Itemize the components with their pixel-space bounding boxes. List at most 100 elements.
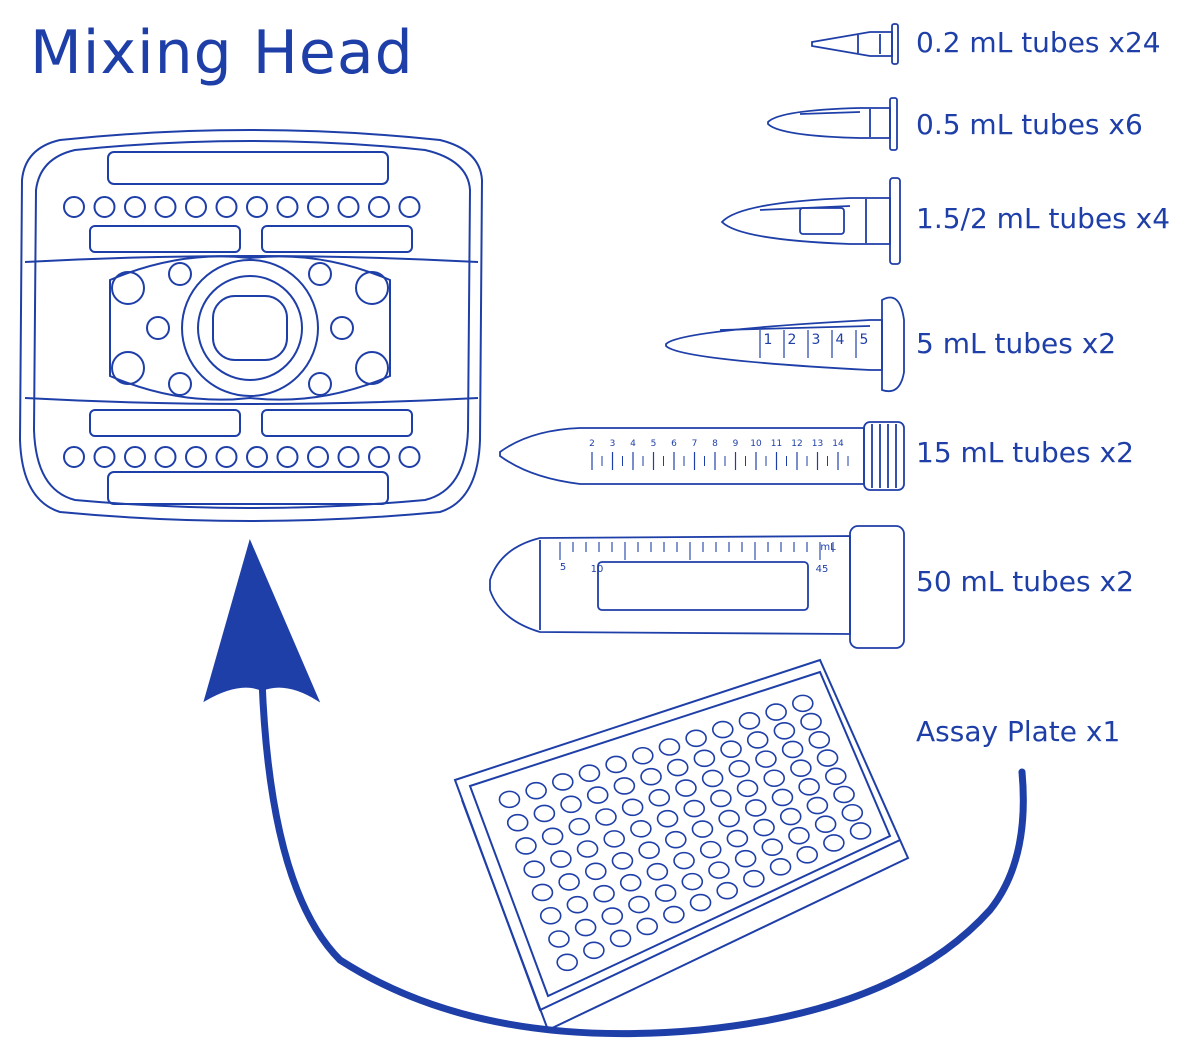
plate-well (646, 862, 669, 881)
mixing-head-large-hole (111, 271, 145, 305)
mixing-head-hole (93, 196, 116, 218)
mixing-head-hole (368, 446, 390, 468)
mixing-head-hole (368, 196, 390, 218)
plate-well (708, 861, 730, 879)
plate-well (539, 906, 562, 925)
label-5ml-tubes: 5 mL tubes x2 (916, 327, 1117, 360)
plate-well (574, 918, 597, 937)
plate-well (718, 809, 740, 828)
plate-well (663, 905, 685, 924)
plate-well (506, 813, 529, 832)
plate-well (560, 795, 582, 814)
plate-well (601, 907, 624, 925)
plate-well (523, 860, 546, 878)
graduation-label: 10 (591, 564, 604, 575)
plate-well (586, 786, 609, 804)
plate-well (769, 857, 792, 876)
graduation-label: 4 (630, 439, 636, 449)
assay-plate-icon (453, 658, 910, 1032)
plate-well (550, 850, 572, 868)
label-0-5ml-tubes: 0.5 mL tubes x6 (916, 108, 1143, 141)
label-0-2ml-tubes: 0.2 mL tubes x24 (916, 26, 1161, 59)
label-15ml-tubes: 15 mL tubes x2 (916, 436, 1134, 469)
mixing-head-holes (63, 196, 421, 468)
mixing-head-icon (18, 129, 484, 522)
plate-well (576, 840, 599, 858)
plate-well (771, 788, 794, 807)
plate-well (673, 851, 695, 870)
plate-well (765, 703, 787, 721)
plate-well (833, 785, 855, 804)
mixing-head-hole (185, 196, 207, 218)
mixing-head-large-hole (168, 372, 192, 396)
plate-well (849, 822, 872, 840)
mixing-head-large-hole (168, 262, 192, 286)
plate-well (578, 764, 601, 782)
mixing-head-hole (154, 196, 177, 218)
plate-well (738, 712, 761, 730)
plate-well (711, 720, 734, 739)
plate-well (689, 893, 712, 912)
plate-well (664, 830, 687, 849)
plate-well (796, 846, 819, 864)
mixing-head-hole (215, 446, 238, 468)
mixing-head-hole (246, 446, 268, 468)
mixing-head-large-hole (355, 351, 389, 385)
tube-0-5ml-icon (767, 97, 898, 151)
mixing-head-hole (398, 446, 421, 468)
plate-well (613, 777, 636, 795)
plate-well (773, 721, 796, 740)
graduation-label: 7 (692, 439, 698, 449)
graduation-label: 11 (771, 439, 782, 449)
mixing-head-hole (337, 446, 360, 468)
graduation-label: 5 (560, 562, 566, 573)
plate-well (566, 895, 589, 914)
mixing-head-hole (93, 446, 116, 468)
plate-well (515, 837, 537, 855)
plate-well (595, 808, 617, 826)
plate-well (605, 755, 627, 774)
plate-well (658, 738, 681, 756)
plate-well (568, 817, 591, 836)
plate-well (628, 895, 650, 914)
tube-50ml-icon (489, 525, 905, 649)
plate-well (734, 849, 757, 868)
plate-well (763, 769, 786, 788)
plate-well (788, 826, 810, 845)
plate-well (636, 917, 659, 936)
plate-well (666, 758, 689, 777)
plate-well (583, 941, 605, 960)
plate-well (753, 818, 775, 837)
plate-well (525, 781, 547, 800)
mixing-head-large-hole (355, 271, 389, 305)
mixing-head-hole (276, 196, 299, 218)
plate-well (630, 819, 652, 838)
plate-well (609, 929, 632, 948)
plate-well (685, 729, 707, 748)
plate-well (746, 731, 769, 749)
mixing-head-hole (215, 196, 238, 218)
plate-well (593, 884, 615, 903)
plate-well (681, 872, 704, 891)
graduation-label: 45 (816, 564, 829, 575)
plate-well (710, 789, 732, 808)
plate-well (631, 746, 654, 765)
plate-well (533, 804, 556, 823)
plate-well (640, 767, 662, 786)
plate-well (816, 749, 839, 767)
mixing-head-hole (398, 196, 421, 218)
mixing-head-hole (154, 446, 177, 468)
mixing-head-large-hole (308, 372, 332, 396)
graduation-label: 10 (750, 439, 762, 449)
plate-well (699, 840, 722, 859)
plate-well (558, 873, 580, 891)
plate-well (701, 769, 724, 788)
mixing-head-hole (337, 196, 360, 218)
tube-1-5ml-icon (720, 177, 901, 265)
page-title: Mixing Head (30, 18, 414, 88)
